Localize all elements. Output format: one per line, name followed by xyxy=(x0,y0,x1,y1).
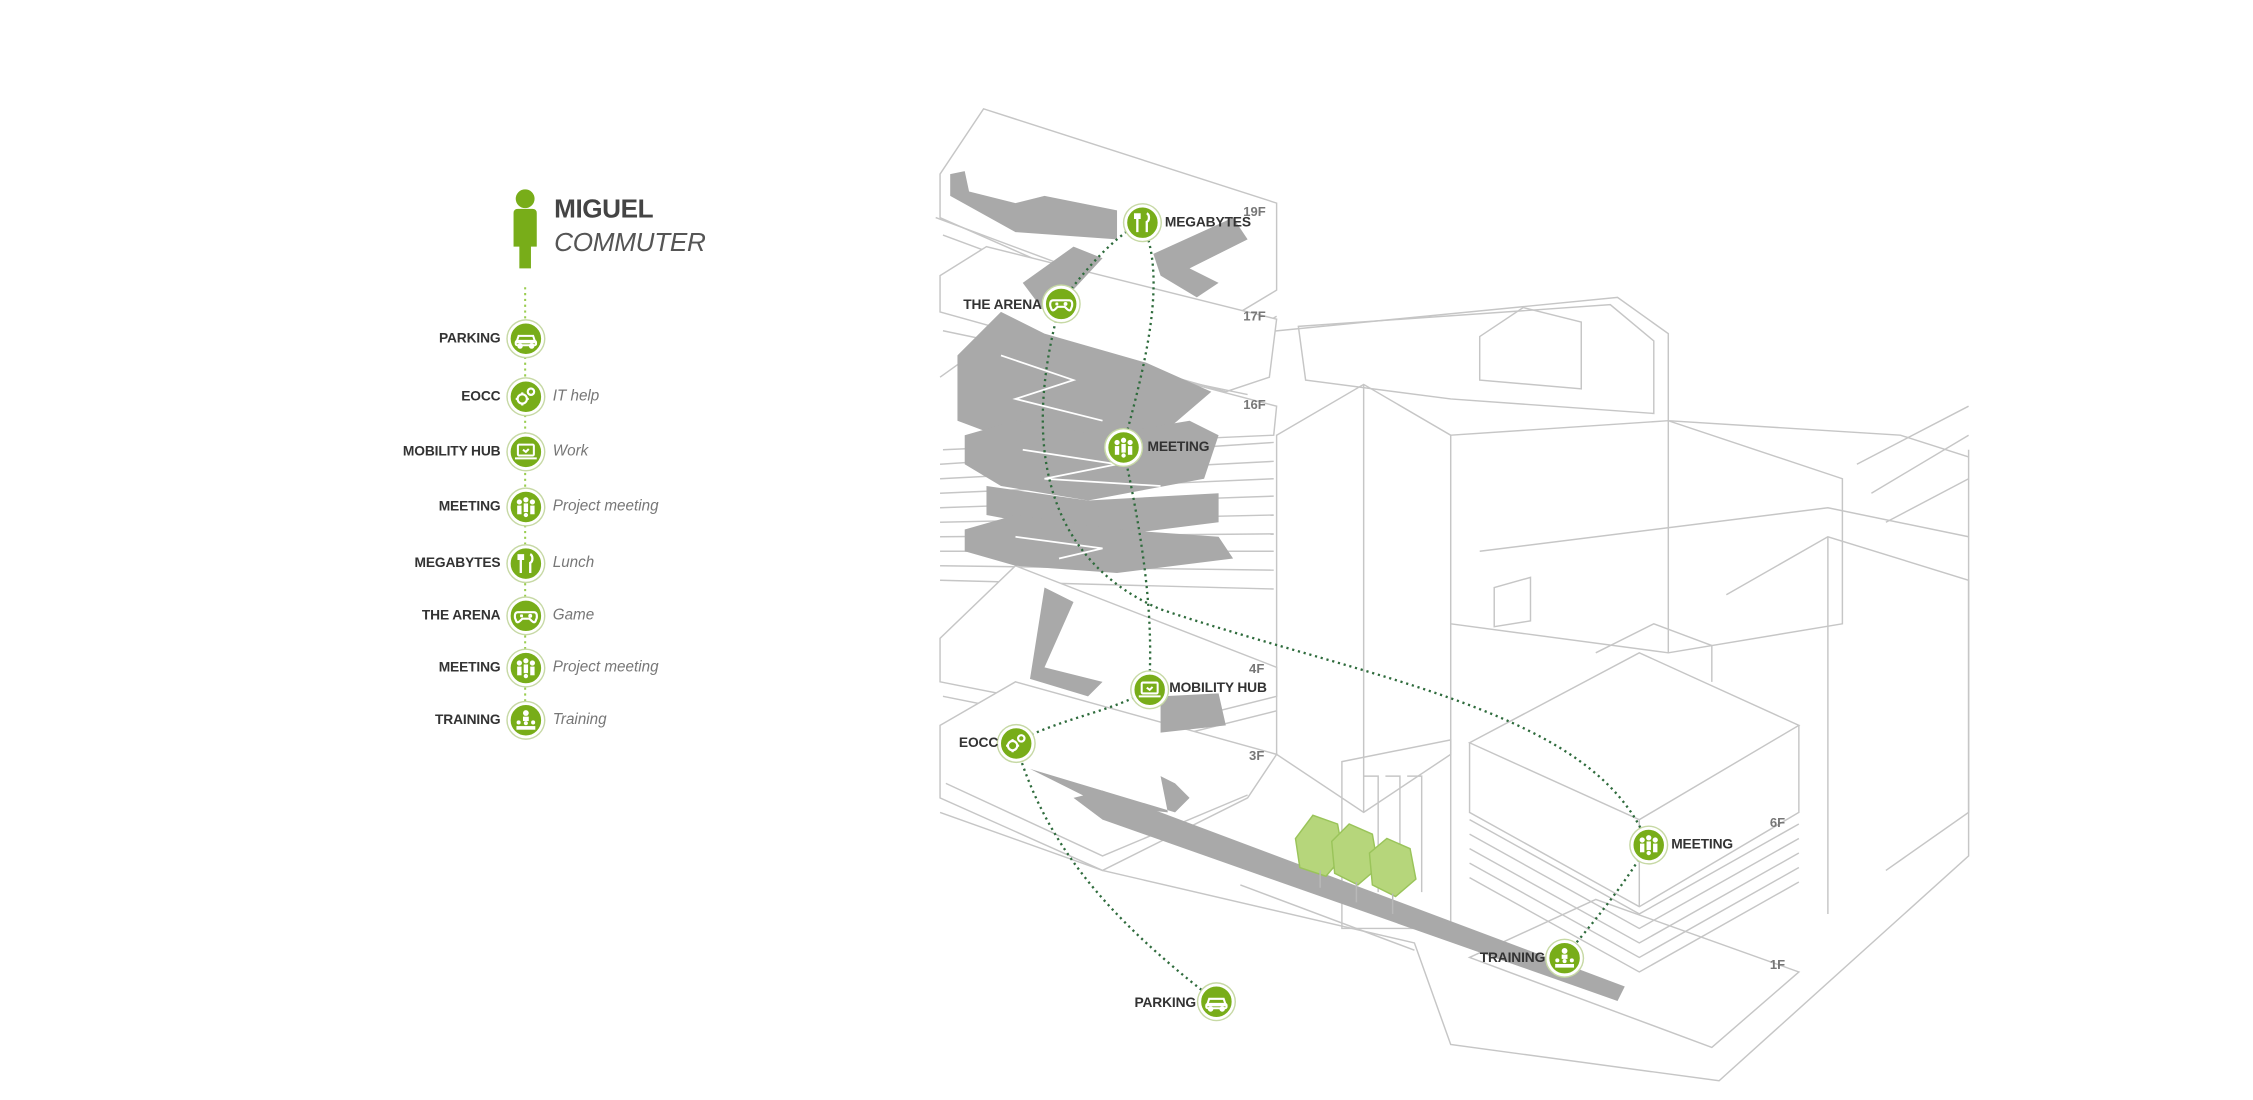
training-icon xyxy=(507,702,545,739)
map-label-parking: PARKING xyxy=(1134,995,1196,1012)
annex-roof xyxy=(1467,652,1801,821)
gamepad-icon xyxy=(507,597,545,634)
floor-plate-16f xyxy=(957,311,1212,450)
floor-label-16f: 16F xyxy=(1243,397,1266,412)
map-label-mobility-hub: MOBILITY HUB xyxy=(1169,680,1267,697)
persona-role: COMMUTER xyxy=(554,227,706,257)
journey-activity: Lunch xyxy=(552,554,595,572)
training-icon xyxy=(1546,940,1583,977)
map-label-eocc: EOCC xyxy=(958,735,999,752)
journey-place-label: PARKING xyxy=(438,330,501,347)
floor-label-3f: 3F xyxy=(1249,748,1265,764)
map-label-meeting-annex: MEETING xyxy=(1671,837,1733,854)
journey-place-label: MEETING xyxy=(438,499,501,515)
journey-place-label: MEGABYTES xyxy=(414,555,501,572)
floor-label-1f: 1F xyxy=(1769,957,1786,972)
journey-activity: Project meeting xyxy=(552,658,659,677)
meeting-icon xyxy=(507,649,545,687)
gamepad-icon xyxy=(1043,285,1080,323)
meeting-icon xyxy=(1630,826,1667,864)
map-label-training: TRAINING xyxy=(1479,950,1546,967)
fork-knife-icon xyxy=(507,545,545,582)
floor-plate-19f xyxy=(950,171,1118,240)
floor-label-4f: 4F xyxy=(1249,661,1265,677)
journey-place-label: MOBILITY HUB xyxy=(402,443,501,460)
meeting-icon xyxy=(507,488,545,526)
person-icon xyxy=(513,189,537,269)
gears-icon xyxy=(507,378,545,415)
floor-plate-4f xyxy=(1160,693,1226,733)
floor-label-17f: 17F xyxy=(1243,308,1266,324)
floor-label-6f: 6F xyxy=(1769,815,1786,830)
journey-place-label: EOCC xyxy=(461,388,501,405)
meeting-icon xyxy=(1105,429,1142,466)
car-icon xyxy=(507,320,545,357)
car-icon xyxy=(1198,983,1235,1020)
journey-activity: IT help xyxy=(552,387,600,405)
journey-route xyxy=(1014,220,1650,1002)
journey-activity: Game xyxy=(552,606,595,624)
laptop-icon xyxy=(1131,671,1168,708)
trees xyxy=(1294,814,1417,898)
floor-plate-17f xyxy=(1022,246,1103,312)
annex-ground-floor xyxy=(1467,898,1801,1049)
map-label-meeting-tower: MEETING xyxy=(1147,439,1210,456)
laptop-icon xyxy=(507,433,545,471)
journey-activity: Work xyxy=(552,442,589,460)
journey-activity: Training xyxy=(552,710,607,729)
floor-label-19f: 19F xyxy=(1243,204,1266,220)
journey-activity: Project meeting xyxy=(552,497,659,515)
fork-knife-icon xyxy=(1124,204,1161,241)
journey-place-label: TRAINING xyxy=(435,712,501,729)
gears-icon xyxy=(998,725,1035,762)
persona-name: MIGUEL xyxy=(554,194,654,224)
journey-place-label: THE ARENA xyxy=(421,607,501,624)
ground-path xyxy=(1073,790,1625,1001)
map-label-megabytes: MEGABYTES xyxy=(1164,214,1251,231)
map-label-arena: THE ARENA xyxy=(963,297,1042,314)
journey-place-label: MEETING xyxy=(438,660,501,677)
